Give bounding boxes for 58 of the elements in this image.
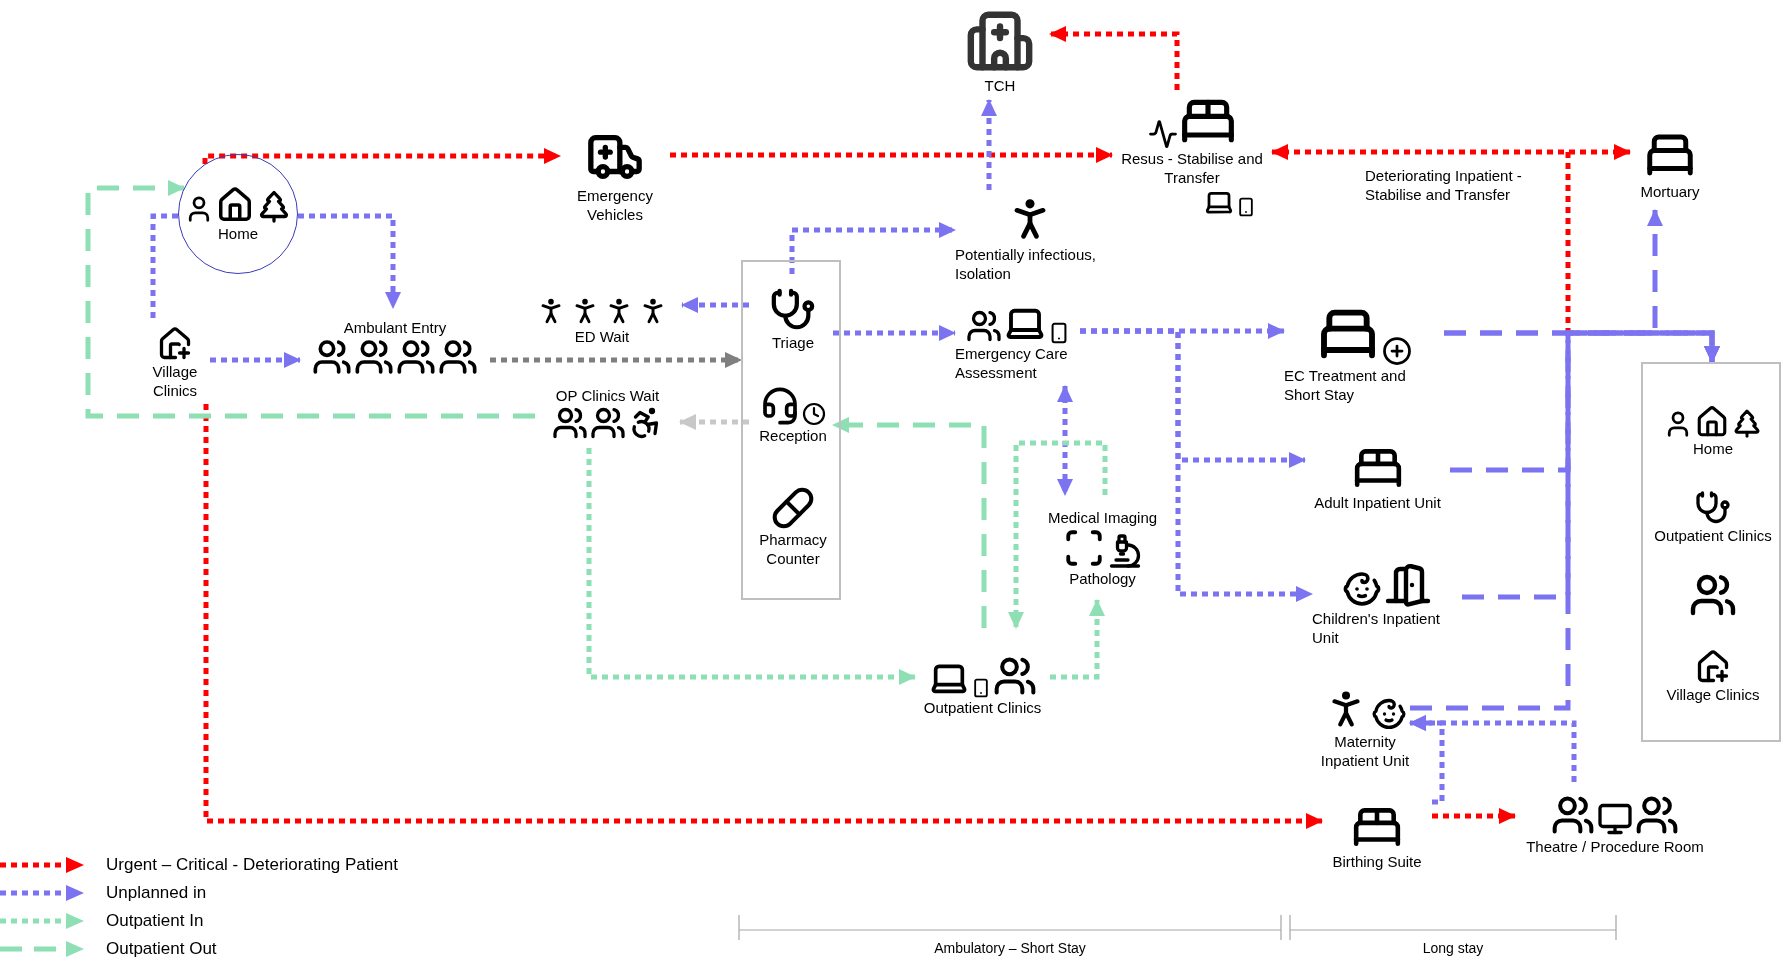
arrow <box>1271 144 1631 160</box>
node-label: Children's Inpatient Unit <box>1312 609 1441 647</box>
node-label: Medical Imaging <box>1047 507 1158 527</box>
arrow <box>210 352 301 368</box>
node-label: OP Clinics Wait <box>555 385 660 405</box>
node-label: Birthing Suite <box>1332 851 1422 871</box>
arrow <box>1049 26 1180 90</box>
node-label: Pathology <box>1069 568 1136 588</box>
node-label: Mortuary <box>1640 181 1700 201</box>
legend-label: Outpatient In <box>106 910 204 933</box>
arrow <box>833 325 956 341</box>
node-label: Emergency Vehicles <box>576 185 654 224</box>
node-label: Home <box>218 223 258 243</box>
node-label: Triage <box>772 332 814 352</box>
arrow <box>1409 715 1445 805</box>
arrow <box>1050 599 1105 680</box>
arrow <box>670 147 1113 163</box>
node-label: Theatre / Procedure Room <box>1526 836 1704 856</box>
node-label: Emergency Care Assessment <box>955 344 1069 382</box>
node-label: Home <box>1693 439 1733 458</box>
arrow <box>681 297 749 313</box>
arrow <box>586 448 916 685</box>
arrow <box>679 414 749 430</box>
legend-label: Unplanned in <box>106 882 207 905</box>
arrow <box>832 417 987 628</box>
node-label: EC Treatment and Short Stay <box>1284 365 1407 404</box>
section-label: Ambulatory – Short Stay <box>933 939 1087 957</box>
node-label: Resus - Stabilise and Transfer <box>1120 149 1264 187</box>
arrow <box>789 222 956 274</box>
arrow <box>1008 440 1108 629</box>
node-label: Outpatient Clinics <box>923 698 1042 717</box>
arrow <box>1057 385 1073 496</box>
arrow <box>981 99 997 190</box>
legend-label: Outpatient Out <box>106 938 217 961</box>
group-box <box>1641 362 1781 742</box>
arrow <box>1444 209 1663 336</box>
node-label: Maternity Inpatient Unit <box>1320 732 1410 770</box>
arrow <box>202 148 561 164</box>
arrow <box>1432 808 1516 824</box>
arrow <box>1080 328 1313 602</box>
node-label: Potentially infectious, Isolation <box>955 244 1097 283</box>
node-label: ED Wait <box>574 326 630 346</box>
section-label: Long stay <box>1421 939 1485 957</box>
node-label: Adult Inpatient Unit <box>1314 493 1441 512</box>
node-label: Village Clinics <box>151 362 199 400</box>
node-label: Outpatient Clinics <box>1654 525 1772 545</box>
arrow <box>490 352 742 368</box>
arrow <box>85 180 535 419</box>
arrow <box>203 404 1323 829</box>
arrow <box>1410 330 1720 711</box>
arrow <box>297 213 401 309</box>
node-label: TCH <box>984 75 1016 95</box>
node-label: Village Clinics <box>1666 684 1760 704</box>
legend-label: Urgent – Critical - Deteriorating Patient <box>106 854 398 877</box>
node-label: Ambulant Entry <box>343 317 447 337</box>
node-label: Pharmacy Counter <box>758 530 828 568</box>
group-box <box>741 260 841 600</box>
node-label: Reception <box>759 425 827 445</box>
